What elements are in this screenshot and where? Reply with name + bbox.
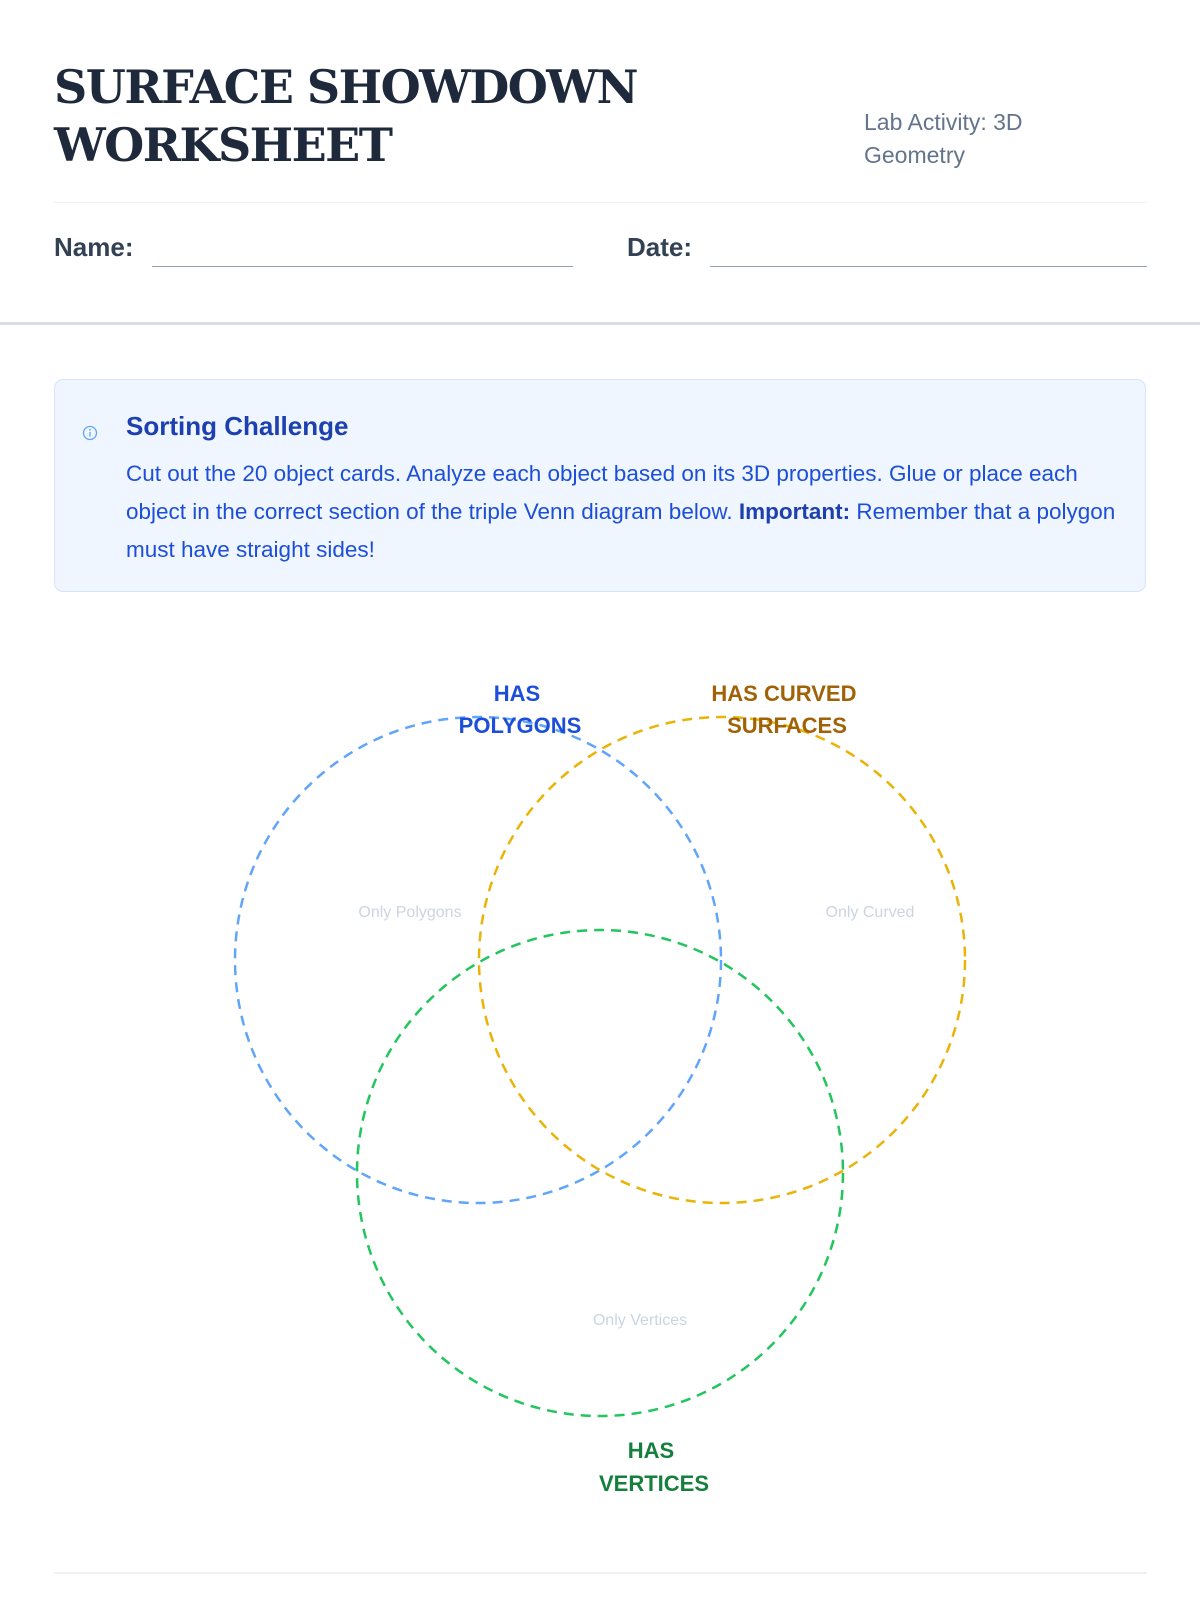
name-label: Name:	[54, 232, 134, 262]
date-field-line[interactable]	[710, 266, 1147, 267]
polygons-label-line2: POLYGONS	[459, 713, 582, 738]
bottom-divider	[54, 1572, 1147, 1574]
callout-text: Cut out the 20 object cards. Analyze eac…	[126, 455, 1116, 569]
info-icon	[82, 425, 98, 441]
polygons-circle[interactable]	[233, 715, 723, 1205]
vertices-circle[interactable]	[355, 928, 845, 1418]
callout-text-end: Remember that a polygon must have straig…	[126, 499, 1116, 562]
worksheet-title: SURFACE SHOWDOWN WORKSHEET	[54, 60, 638, 172]
date-label: Date:	[627, 232, 693, 262]
activity-label: Lab Activity: 3D Geometry	[864, 109, 1023, 168]
name-field-line[interactable]	[152, 266, 573, 267]
worksheet-header: SURFACE SHOWDOWN WORKSHEET Lab Activity:…	[54, 52, 1147, 203]
curved-surfaces-circle[interactable]	[477, 715, 967, 1205]
region-only-polygons: Only Polygons	[358, 904, 461, 921]
header-divider	[0, 322, 1200, 325]
vertices-label-line1: HAS	[628, 1438, 674, 1463]
curved-label-line1: HAS CURVED	[711, 681, 856, 706]
curved-label-line2: SURFACES	[727, 713, 847, 738]
callout-text-main: Cut out the 20 object cards. Analyze eac…	[126, 461, 1078, 524]
venn-diagram: HAS POLYGONS HAS CURVED SURFACES HAS VER…	[233, 681, 967, 1496]
callout-important: Important:	[738, 499, 851, 524]
region-only-vertices: Only Vertices	[593, 1312, 687, 1329]
vertices-label: HAS VERTICES	[599, 1438, 709, 1496]
region-only-curved: Only Curved	[826, 904, 915, 921]
vertices-label-line2: VERTICES	[599, 1471, 709, 1496]
polygons-label-line1: HAS	[494, 681, 540, 706]
callout-title: Sorting Challenge	[126, 411, 349, 441]
polygons-label: HAS POLYGONS	[459, 681, 582, 738]
curved-surfaces-label: HAS CURVED SURFACES	[711, 681, 862, 738]
instructions-callout: Sorting Challenge Cut out the 20 object …	[54, 379, 1146, 592]
